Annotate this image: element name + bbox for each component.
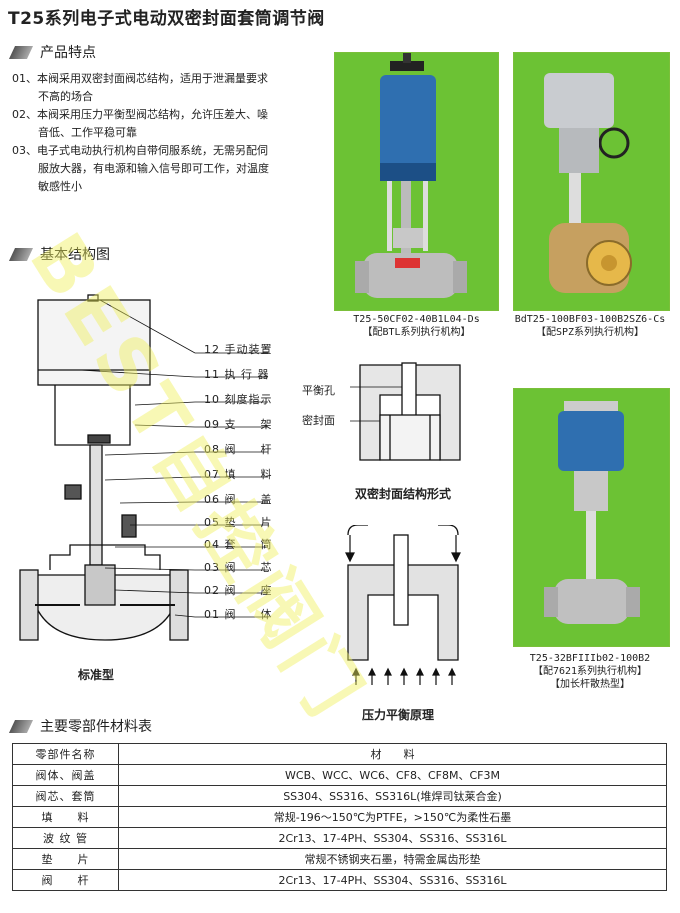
feature-item: 01、本阀采用双密封面阀芯结构，适用于泄漏量要求	[12, 72, 268, 85]
caption-standard: 标准型	[78, 668, 115, 682]
feature-item-cont: 敏感性小	[38, 180, 82, 193]
table-header-row: 零部件名称 材 料	[12, 743, 667, 765]
section-header-materials: 主要零部件材料表	[10, 716, 152, 736]
table-row: 垫 片 常规不锈钢夹石墨，特需金属齿形垫	[12, 848, 667, 870]
pressure-balance-drawing	[345, 525, 461, 685]
photo-model: BdT25-100BF03-100B2SZ6-Cs	[514, 314, 666, 325]
part-label: 11 执 行 器	[204, 368, 270, 381]
product-photo-3	[513, 388, 670, 647]
part-label: 07 填 料	[204, 468, 273, 481]
feature-item-cont: 不高的场合	[38, 90, 93, 103]
photo-note: 【配BTL系列执行机构】	[362, 327, 471, 338]
caption-pressure-balance: 压力平衡原理	[362, 708, 435, 722]
page-title: T25系列电子式电动双密封面套筒调节阀	[8, 9, 325, 29]
feature-item: 03、电子式电动执行机构自带伺服系统，无需另配伺	[12, 144, 268, 157]
photo-model: T25-32BFIIIb02-100B2	[529, 653, 651, 664]
table-cell: WCB、WCC、WC6、CF8、CF8M、CF3M	[118, 764, 667, 786]
table-header-cell: 材 料	[118, 743, 667, 765]
feature-item-cont: 服放大器，有电源和输入信号即可工作，对温度	[38, 162, 269, 175]
table-row: 波 纹 管 2Cr13、17-4PH、SS304、SS316、SS316L	[12, 827, 667, 849]
part-label: 05 垫 片	[204, 516, 273, 529]
photo-caption-1: T25-50CF02-40B1L04-Ds 【配BTL系列执行机构】	[334, 313, 499, 339]
photo-model: T25-50CF02-40B1L04-Ds	[353, 314, 480, 325]
feature-item-cont: 音低、工作平稳可靠	[38, 126, 137, 139]
part-label: 04 套 筒	[204, 538, 273, 551]
photo-note: 【配7621系列执行机构】	[532, 666, 648, 677]
section-header-features: 产品特点	[10, 42, 96, 62]
part-label: 12 手动装置	[204, 343, 273, 356]
part-label: 10 刻度指示	[204, 393, 273, 406]
valve-photo-image	[514, 53, 669, 310]
section-marker-icon	[10, 46, 30, 59]
table-cell: 垫 片	[12, 848, 119, 870]
product-photo-2	[513, 52, 670, 311]
part-label: 09 支 架	[204, 418, 273, 431]
table-cell: 阀体、阀盖	[12, 764, 119, 786]
table-header-cell: 零部件名称	[12, 743, 119, 765]
valve-photo-image	[514, 389, 669, 646]
section-marker-icon	[10, 720, 30, 733]
table-cell: 常规不锈钢夹石墨，特需金属齿形垫	[118, 848, 667, 870]
part-label: 06 阀 盖	[204, 493, 273, 506]
part-label: 01 阀 体	[204, 608, 273, 621]
table-cell: 波 纹 管	[12, 827, 119, 849]
valve-photo-image	[335, 53, 498, 310]
section-header-structure: 基本结构图	[10, 244, 110, 264]
photo-caption-3: T25-32BFIIIb02-100B2 【配7621系列执行机构】 【加长杆散…	[505, 652, 675, 691]
table-cell: 阀 杆	[12, 869, 119, 891]
part-label: 03 阀 芯	[204, 561, 273, 574]
table-row: 阀 杆 2Cr13、17-4PH、SS304、SS316、SS316L	[12, 869, 667, 891]
part-label: 02 阀 座	[204, 584, 273, 597]
table-row: 填 料 常规-196～150℃为PTFE，>150℃为柔性石墨	[12, 806, 667, 828]
photo-note: 【配SPZ系列执行机构】	[535, 327, 645, 338]
section-title: 产品特点	[40, 45, 96, 61]
label-balance-hole: 平衡孔	[302, 384, 335, 397]
part-label: 08 阀 杆	[204, 443, 273, 456]
table-cell: 2Cr13、17-4PH、SS304、SS316、SS316L	[118, 869, 667, 891]
feature-item: 02、本阀采用压力平衡型阀芯结构，允许压差大、噪	[12, 108, 268, 121]
section-title: 主要零部件材料表	[40, 719, 152, 735]
seal-structure-drawing	[350, 362, 461, 461]
table-row: 阀体、阀盖 WCB、WCC、WC6、CF8、CF8M、CF3M	[12, 764, 667, 786]
table-row: 阀芯、套筒 SS304、SS316、SS316L(堆焊司钛莱合金)	[12, 785, 667, 807]
table-cell: 常规-196～150℃为PTFE，>150℃为柔性石墨	[118, 806, 667, 828]
label-seal-face: 密封面	[302, 414, 335, 427]
table-cell: 阀芯、套筒	[12, 785, 119, 807]
materials-table: 零部件名称 材 料 阀体、阀盖 WCB、WCC、WC6、CF8、CF8M、CF3…	[12, 743, 667, 891]
product-photo-1	[334, 52, 499, 311]
table-cell: 2Cr13、17-4PH、SS304、SS316、SS316L	[118, 827, 667, 849]
section-title: 基本结构图	[40, 247, 110, 263]
table-cell: SS304、SS316、SS316L(堆焊司钛莱合金)	[118, 785, 667, 807]
photo-note: 【加长杆散热型】	[550, 679, 630, 690]
valve-structure-drawing	[19, 294, 268, 641]
features-list: 01、本阀采用双密封面阀芯结构，适用于泄漏量要求 不高的场合 02、本阀采用压力…	[12, 70, 312, 196]
table-cell: 填 料	[12, 806, 119, 828]
caption-seal-structure: 双密封面结构形式	[355, 487, 452, 501]
photo-caption-2: BdT25-100BF03-100B2SZ6-Cs 【配SPZ系列执行机构】	[505, 313, 675, 339]
